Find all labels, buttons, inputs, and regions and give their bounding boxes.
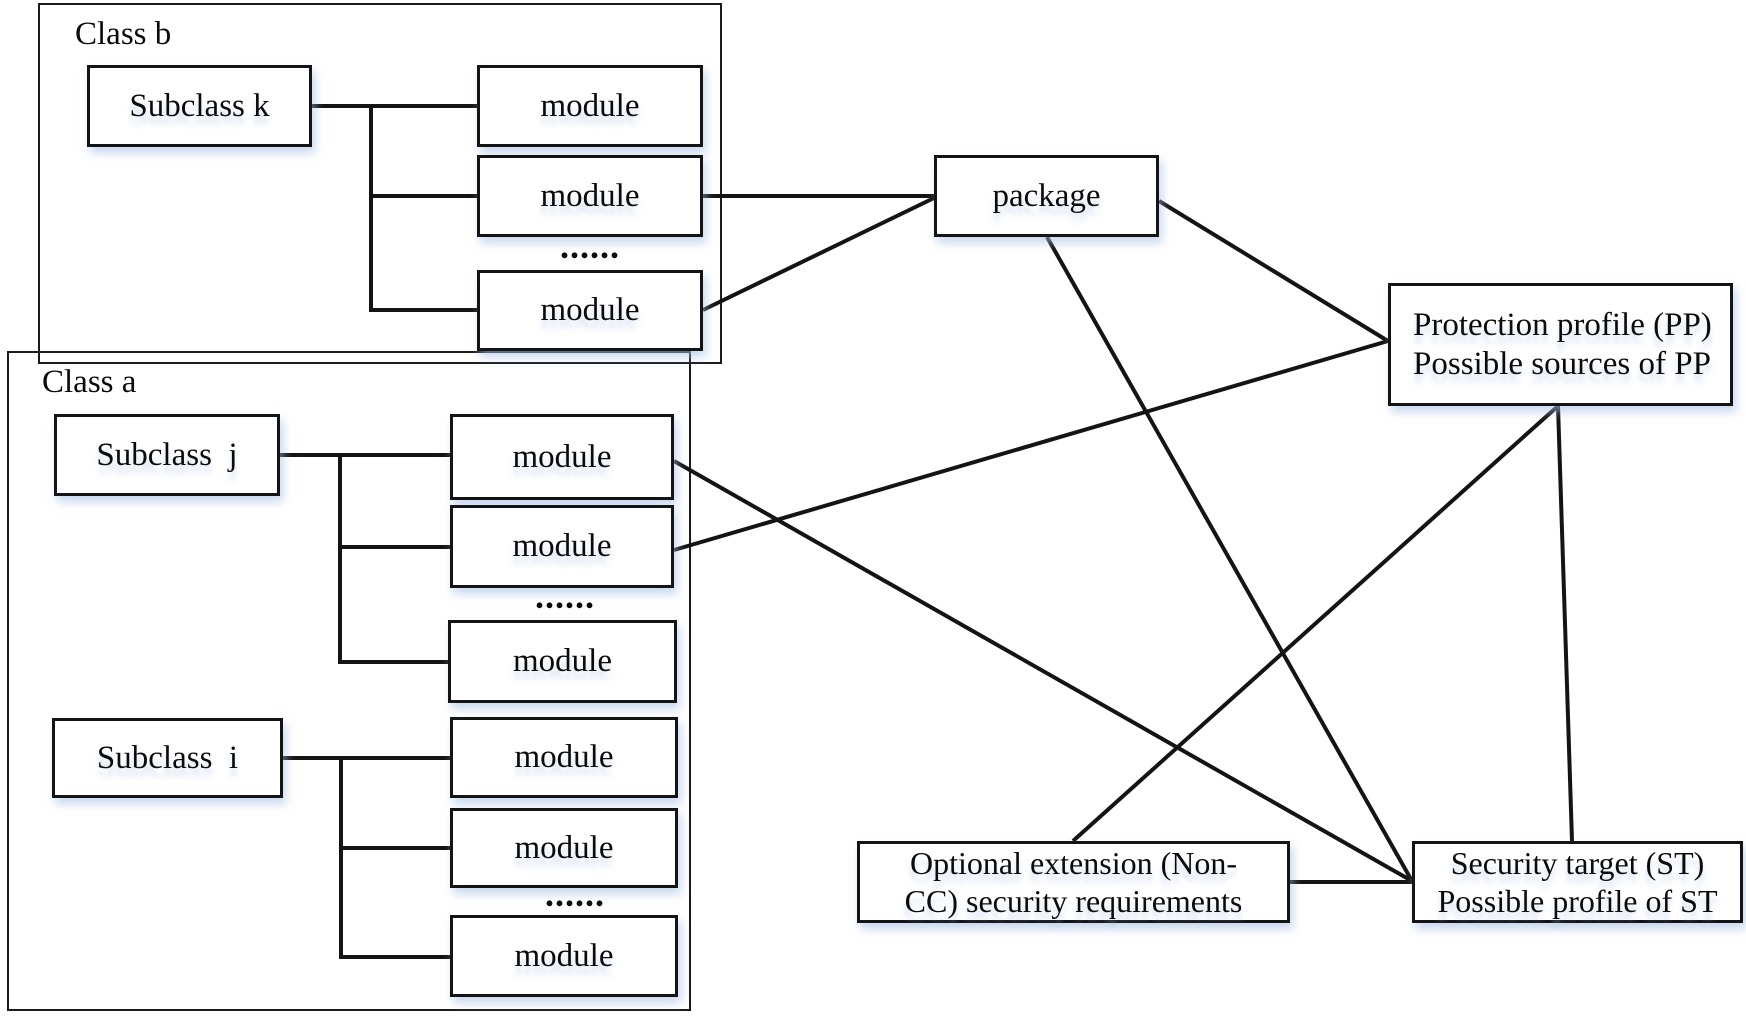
b-modules-ellipsis: ...... [560, 226, 620, 266]
line-pp-to-optional-extension [1071, 404, 1560, 843]
b-module-1-box: module [477, 65, 703, 147]
protection-profile-box: Protection profile (PP) Possible sources… [1388, 283, 1733, 406]
protection-profile-line1: Protection profile (PP) [1413, 306, 1712, 343]
line-package-to-pp [1157, 199, 1390, 343]
security-target-line1: Security target (ST) [1450, 845, 1705, 881]
protection-profile-line2: Possible sources of PP [1413, 345, 1711, 382]
aj-module-2-box: module [450, 505, 674, 588]
aj-modules-ellipsis: ...... [535, 576, 595, 616]
ai-modules-ellipsis: ...... [545, 874, 605, 914]
class-a-label: Class a [42, 364, 137, 400]
optional-extension-box: Optional extension (Non- CC) security re… [857, 841, 1290, 923]
optional-extension-line1: Optional extension (Non- [909, 845, 1238, 881]
class-b-box [38, 3, 722, 364]
b-module-3-box: module [477, 270, 703, 351]
subclass-j-box: Subclass j [54, 414, 280, 496]
ai-module-2-box: module [450, 808, 678, 888]
class-b-label: Class b [75, 16, 172, 52]
ai-module-1-box: module [450, 717, 678, 798]
b-module-2-box: module [477, 155, 703, 237]
aj-module-1-box: module [450, 414, 674, 500]
line-aj-module1-to-st [673, 459, 1413, 883]
subclass-k-box: Subclass k [87, 65, 312, 147]
line-package-to-st [1045, 236, 1414, 882]
package-box: package [934, 155, 1159, 237]
optional-extension-line2: CC) security requirements [904, 883, 1243, 919]
security-target-box: Security target (ST) Possible profile of… [1412, 841, 1743, 923]
ai-module-3-box: module [450, 915, 678, 997]
line-pp-to-st [1556, 405, 1574, 842]
class-a-box [7, 351, 691, 1011]
security-target-line2: Possible profile of ST [1437, 883, 1718, 919]
line-aj-module2-to-pp [673, 339, 1389, 552]
subclass-i-box: Subclass i [52, 718, 283, 798]
aj-module-3-box: module [448, 620, 677, 703]
line-b-module3-to-package [702, 196, 935, 312]
